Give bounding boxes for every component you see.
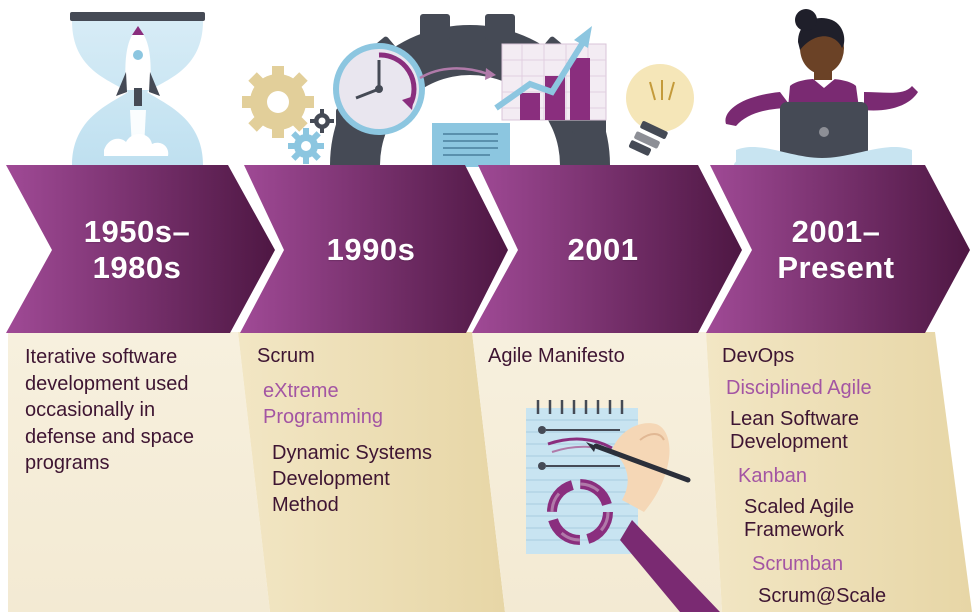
growth-chart-icon — [494, 26, 607, 121]
clock-icon — [333, 43, 425, 135]
timeline-arrows — [6, 165, 970, 333]
panel-2001-present — [706, 332, 972, 612]
woman-with-laptop-icon — [725, 9, 918, 182]
arrow-1990s — [240, 165, 508, 333]
milestone-lean-software-development: Lean Software Development — [730, 408, 859, 453]
milestone-dsdm: Dynamic Systems Development Method — [272, 442, 433, 516]
progress-arrow-icon — [419, 67, 489, 80]
milestone-scrum: Scrum — [257, 345, 315, 367]
milestone-scrum-at-scale: Scrum@Scale — [758, 585, 887, 607]
arrow-2001-present — [706, 165, 970, 333]
milestone-disciplined-agile: Disciplined Agile — [726, 377, 872, 399]
arrow-1950s — [6, 165, 275, 333]
milestone-devops: DevOps — [722, 345, 795, 367]
milestone-scaled-agile-framework: Scaled Agile Framework — [744, 496, 855, 541]
milestone-kanban: Kanban — [738, 465, 807, 487]
period-title-1990s: 1990s — [326, 232, 416, 267]
panel-1990s — [238, 332, 505, 612]
arrow-2001 — [472, 165, 742, 333]
document-icon — [432, 123, 510, 167]
panel-1950s — [8, 332, 270, 612]
milestone-agile-manifesto: Agile Manifesto — [488, 345, 625, 367]
hand-with-pen-icon — [586, 423, 720, 612]
hourglass-rocket-icon — [70, 12, 205, 165]
period-title-1950s: 1950s– 1980s — [83, 214, 191, 285]
milestone-scrumban: Scrumban — [752, 553, 844, 575]
milestone-iterative-development: Iterative software development used occa… — [25, 346, 195, 474]
notepad-cycle-icon — [526, 400, 638, 554]
period-title-2001: 2001 — [567, 232, 639, 267]
milestone-extreme-programming: eXtreme Programming — [263, 380, 384, 428]
lightbulb-icon — [626, 64, 694, 156]
period-title-2001-present: 2001– Present — [777, 214, 895, 285]
